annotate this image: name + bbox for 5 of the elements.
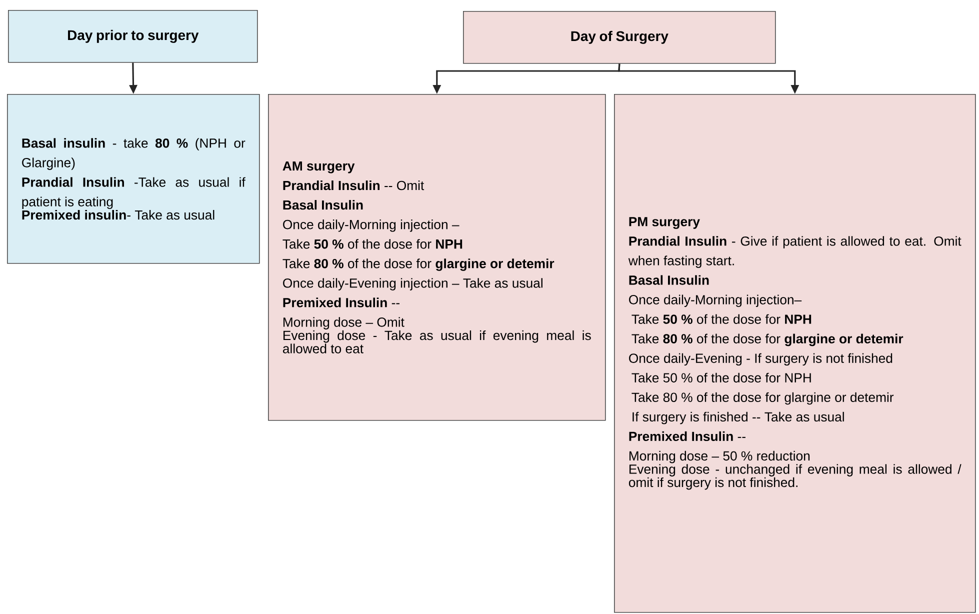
heading-box: Day of Surgery (463, 11, 776, 64)
instruction-box: Basal insulin - take 80 % (NPH or Glargine) Prandial Insulin -Take as usual if patient is eating Premixed insulin- Take as usual (7, 94, 260, 264)
heading-box: Day prior to surgery (8, 10, 258, 63)
instruction-box: PM surgery Prandial Insulin - Give if patient is allowed to eat. Omit when fasting start. Basal Insulin Once daily-Morning injection– Take 50 % of the dose for NPH Take 80 % of the dose for glargine or detemir Once daily-Evening - If surgery is not finished Take 50 % of the dose for NPH Take 80 % of the dose for glargine or detemir If surgery is finished -- Take as usual Premixed Insulin -- Morning dose – 50 % reduction Evening dose - unchanged if evening meal is allowed / omit if surgery is not finished. (614, 94, 976, 613)
instruction-box: AM surgery Prandial Insulin -- Omit Basal Insulin Once daily-Morning injection – Take 50 % of the dose for NPH Take 80 % of the dose for glargine or detemir Once daily-Evening injection – Take as usual Premixed Insulin -- Morning dose – Omit Evening dose - Take as usual if evening meal is allowed to eat (268, 94, 606, 421)
